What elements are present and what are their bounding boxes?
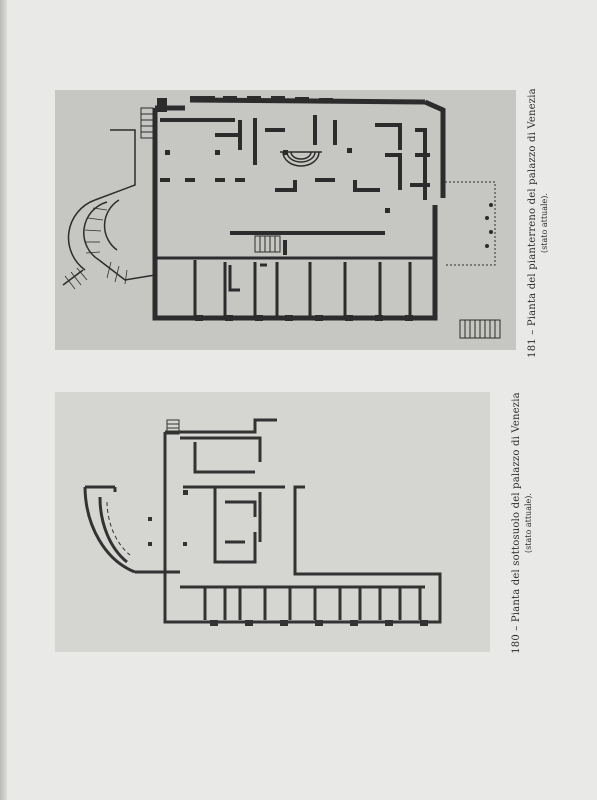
figure-180-note: (stato attuale). [524,493,533,553]
ground-floor-plan-drawing [55,90,516,350]
figure-181-caption: 181 – Pianta del pianterreno del palazzo… [527,88,538,358]
floor-plan-basement [55,392,490,652]
figure-181-caption-block: 181 – Pianta del pianterreno del palazzo… [527,73,549,373]
figure-180-caption-block: 180 – Pianta del sottosuolo del palazzo … [511,373,533,673]
figure-181-note: (stato attuale). [540,193,549,253]
figure-180-caption: 180 – Pianta del sottosuolo del palazzo … [511,392,522,654]
basement-plan-drawing [55,392,490,652]
floor-plan-ground-floor [55,90,516,350]
page-binding-edge [0,0,7,800]
